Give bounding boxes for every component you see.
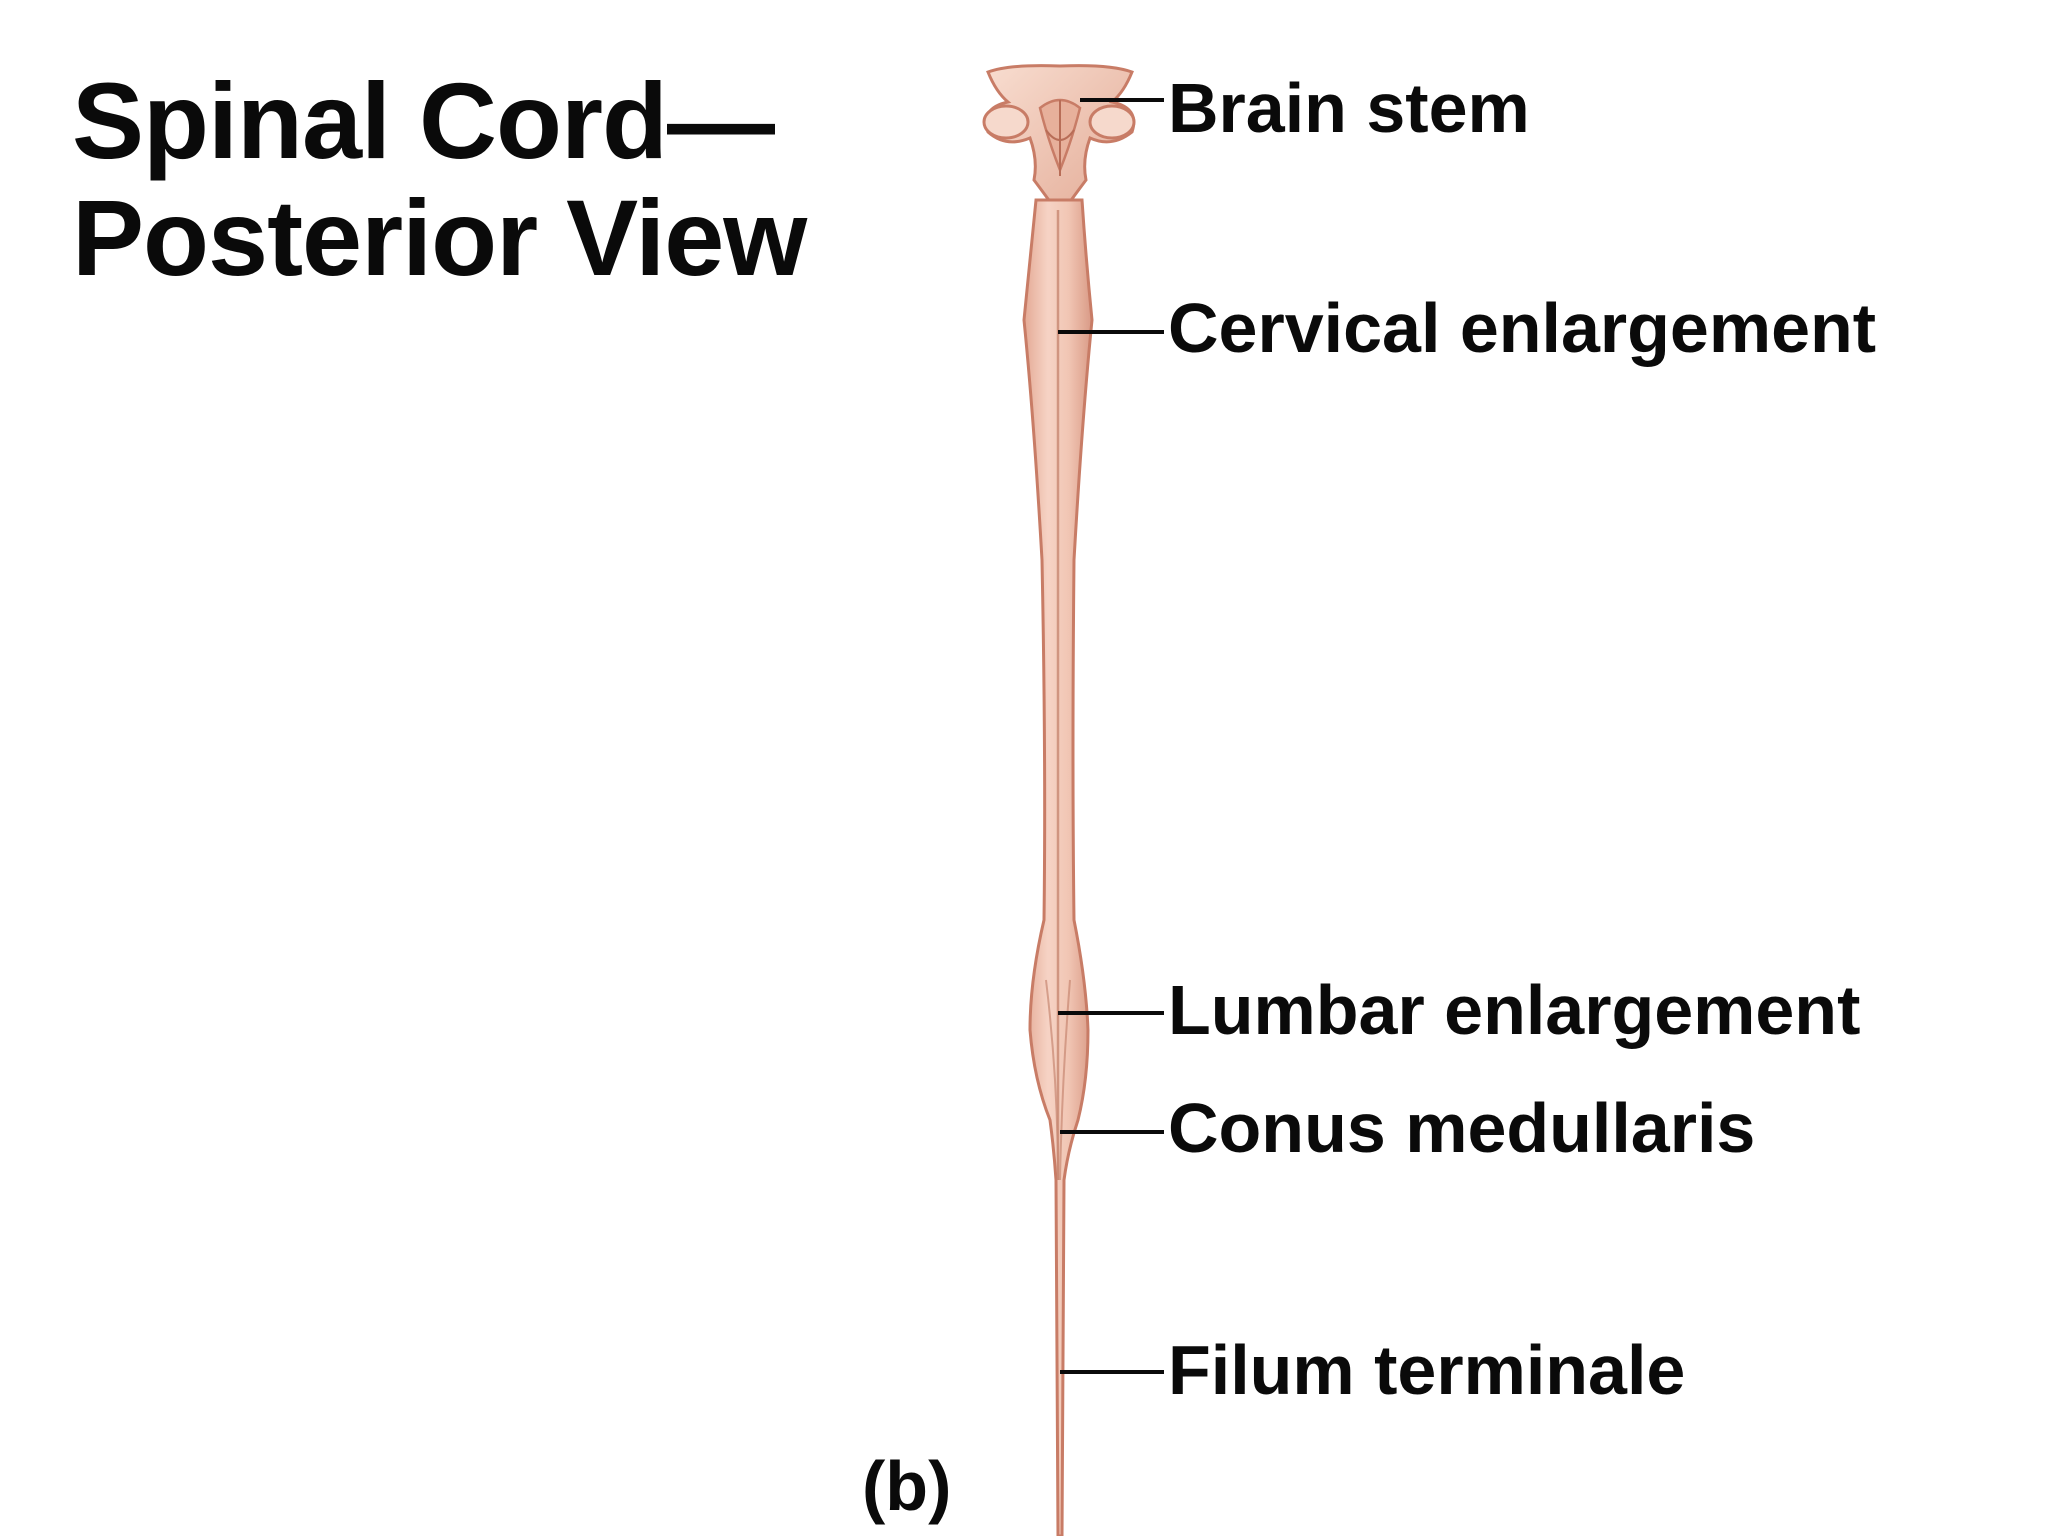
spinal-cord-shape (1022, 198, 1094, 1536)
label-filum-terminale: Filum terminale (1168, 1331, 1686, 1409)
diagram-title: Spinal Cord— Posterior View (72, 60, 807, 298)
title-line-1: Spinal Cord— (72, 60, 775, 181)
label-lumbar-enlargement: Lumbar enlargement (1168, 971, 1861, 1049)
label-brain-stem: Brain stem (1168, 69, 1530, 147)
title-line-2: Posterior View (72, 177, 807, 298)
panel-letter: (b) (862, 1447, 952, 1525)
brain-stem-shape (982, 64, 1136, 212)
label-cervical-enlargement: Cervical enlargement (1168, 289, 1877, 367)
label-conus-medullaris: Conus medullaris (1168, 1089, 1756, 1167)
